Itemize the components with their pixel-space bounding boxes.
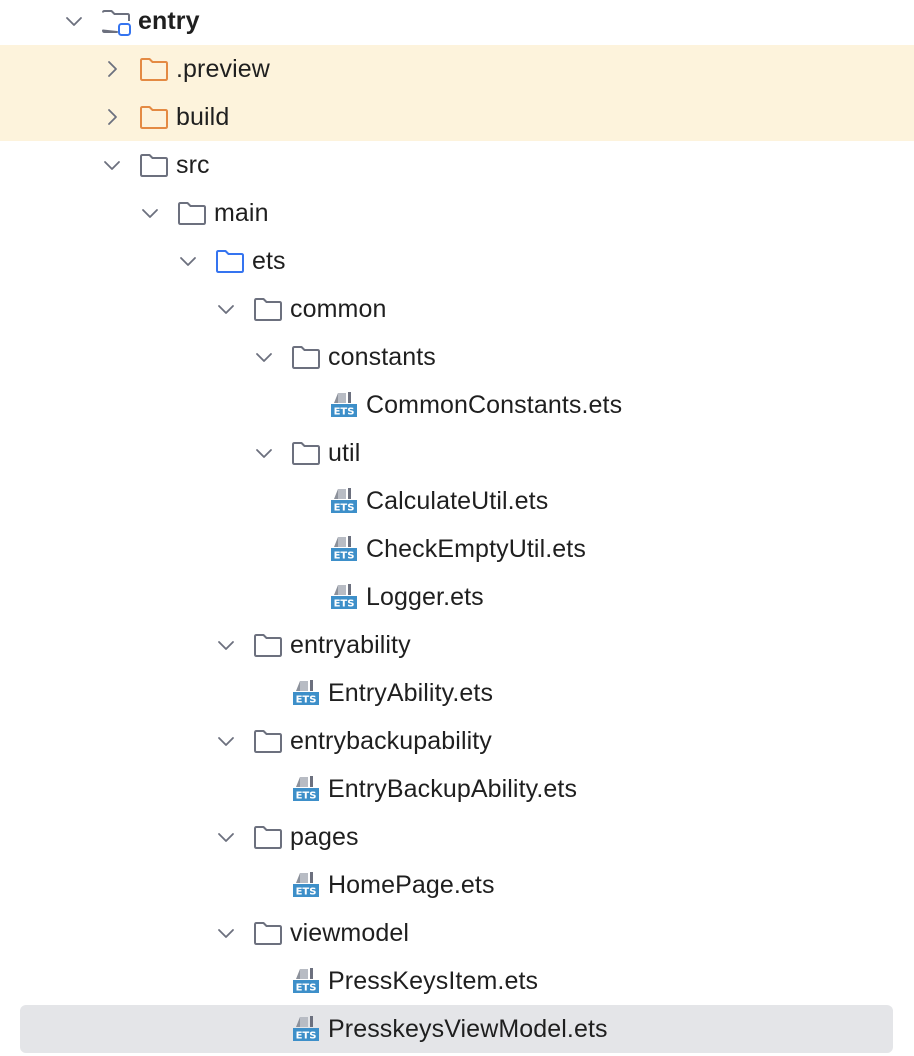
chevron-down-icon[interactable] bbox=[214, 921, 238, 945]
tree-file-entryability-ets[interactable]: ETS EntryAbility.ets bbox=[0, 669, 914, 717]
tree-file-logger-ets[interactable]: ETS Logger.ets bbox=[0, 573, 914, 621]
ets-file-icon: ETS bbox=[328, 485, 360, 517]
chevron-down-icon[interactable] bbox=[62, 9, 86, 33]
chevron-right-icon[interactable] bbox=[100, 57, 124, 81]
tree-folder-pages[interactable]: pages bbox=[0, 813, 914, 861]
svg-text:ETS: ETS bbox=[296, 695, 317, 706]
ets-file-icon: ETS bbox=[328, 389, 360, 421]
folder-icon bbox=[252, 725, 284, 757]
tree-folder-constants[interactable]: constants bbox=[0, 333, 914, 381]
tree-item-label: main bbox=[214, 199, 269, 227]
tree-item-label: CalculateUtil.ets bbox=[366, 487, 549, 515]
tree-item-label: EntryAbility.ets bbox=[328, 679, 494, 707]
tree-item-label: ets bbox=[252, 247, 286, 275]
folder-icon bbox=[176, 197, 208, 229]
svg-text:ETS: ETS bbox=[334, 599, 355, 610]
folder-icon bbox=[290, 341, 322, 373]
svg-text:ETS: ETS bbox=[334, 503, 355, 514]
folder-icon bbox=[252, 821, 284, 853]
folder-icon bbox=[290, 437, 322, 469]
tree-item-label: CheckEmptyUtil.ets bbox=[366, 535, 586, 563]
tree-item-label: build bbox=[176, 103, 230, 131]
folder-icon bbox=[252, 293, 284, 325]
tree-item-label: Logger.ets bbox=[366, 583, 484, 611]
source-folder-icon bbox=[214, 245, 246, 277]
excluded-folder-icon bbox=[138, 101, 170, 133]
tree-file-presskeysitem-ets[interactable]: ETS PressKeysItem.ets bbox=[0, 957, 914, 1005]
tree-item-label: CommonConstants.ets bbox=[366, 391, 623, 419]
tree-folder-main[interactable]: main bbox=[0, 189, 914, 237]
tree-folder-entrybackupability[interactable]: entrybackupability bbox=[0, 717, 914, 765]
tree-folder-entryability[interactable]: entryability bbox=[0, 621, 914, 669]
tree-file-checkemptyutil-ets[interactable]: ETS CheckEmptyUtil.ets bbox=[0, 525, 914, 573]
tree-file-commonconstants-ets[interactable]: ETS CommonConstants.ets bbox=[0, 381, 914, 429]
tree-folder-entry[interactable]: entry bbox=[0, 0, 914, 45]
tree-item-label: EntryBackupAbility.ets bbox=[328, 775, 578, 803]
module-folder-icon bbox=[100, 5, 132, 37]
ets-file-icon: ETS bbox=[290, 773, 322, 805]
svg-text:ETS: ETS bbox=[296, 791, 317, 802]
tree-item-label: entrybackupability bbox=[290, 727, 492, 755]
tree-item-label: entry bbox=[138, 7, 200, 35]
folder-icon bbox=[252, 629, 284, 661]
excluded-folder-icon bbox=[138, 53, 170, 85]
chevron-down-icon[interactable] bbox=[214, 825, 238, 849]
ets-file-icon: ETS bbox=[328, 581, 360, 613]
ets-file-icon: ETS bbox=[290, 677, 322, 709]
chevron-down-icon[interactable] bbox=[252, 441, 276, 465]
chevron-down-icon[interactable] bbox=[176, 249, 200, 273]
tree-item-label: HomePage.ets bbox=[328, 871, 495, 899]
tree-item-label: common bbox=[290, 295, 387, 323]
svg-text:ETS: ETS bbox=[296, 887, 317, 898]
tree-file-calculateutil-ets[interactable]: ETS CalculateUtil.ets bbox=[0, 477, 914, 525]
chevron-down-icon[interactable] bbox=[138, 201, 162, 225]
tree-item-label: util bbox=[328, 439, 361, 467]
tree-item-label: src bbox=[176, 151, 210, 179]
ets-file-icon: ETS bbox=[328, 533, 360, 565]
tree-item-label: viewmodel bbox=[290, 919, 410, 947]
tree-item-label: .preview bbox=[176, 55, 270, 83]
ets-file-icon: ETS bbox=[290, 1013, 322, 1045]
chevron-down-icon[interactable] bbox=[214, 729, 238, 753]
tree-folder-build[interactable]: build bbox=[0, 93, 914, 141]
chevron-down-icon[interactable] bbox=[214, 633, 238, 657]
svg-text:ETS: ETS bbox=[334, 551, 355, 562]
tree-folder-ets[interactable]: ets bbox=[0, 237, 914, 285]
folder-icon bbox=[138, 149, 170, 181]
tree-folder-viewmodel[interactable]: viewmodel bbox=[0, 909, 914, 957]
ets-file-icon: ETS bbox=[290, 869, 322, 901]
tree-file-presskeysviewmodel-ets[interactable]: ETS PresskeysViewModel.ets bbox=[20, 1005, 893, 1053]
tree-item-label: entryability bbox=[290, 631, 411, 659]
tree-item-label: constants bbox=[328, 343, 436, 371]
tree-folder-src[interactable]: src bbox=[0, 141, 914, 189]
ets-file-icon: ETS bbox=[290, 965, 322, 997]
svg-text:ETS: ETS bbox=[296, 1031, 317, 1042]
chevron-down-icon[interactable] bbox=[214, 297, 238, 321]
tree-folder-preview[interactable]: .preview bbox=[0, 45, 914, 93]
tree-folder-util[interactable]: util bbox=[0, 429, 914, 477]
svg-text:ETS: ETS bbox=[334, 407, 355, 418]
folder-icon bbox=[252, 917, 284, 949]
chevron-down-icon[interactable] bbox=[252, 345, 276, 369]
tree-folder-common[interactable]: common bbox=[0, 285, 914, 333]
svg-text:ETS: ETS bbox=[296, 983, 317, 994]
tree-item-label: pages bbox=[290, 823, 359, 851]
chevron-down-icon[interactable] bbox=[100, 153, 124, 177]
tree-item-label: PresskeysViewModel.ets bbox=[328, 1015, 608, 1043]
chevron-right-icon[interactable] bbox=[100, 105, 124, 129]
tree-file-homepage-ets[interactable]: ETS HomePage.ets bbox=[0, 861, 914, 909]
tree-item-label: PressKeysItem.ets bbox=[328, 967, 539, 995]
tree-file-entrybackupability-ets[interactable]: ETS EntryBackupAbility.ets bbox=[0, 765, 914, 813]
